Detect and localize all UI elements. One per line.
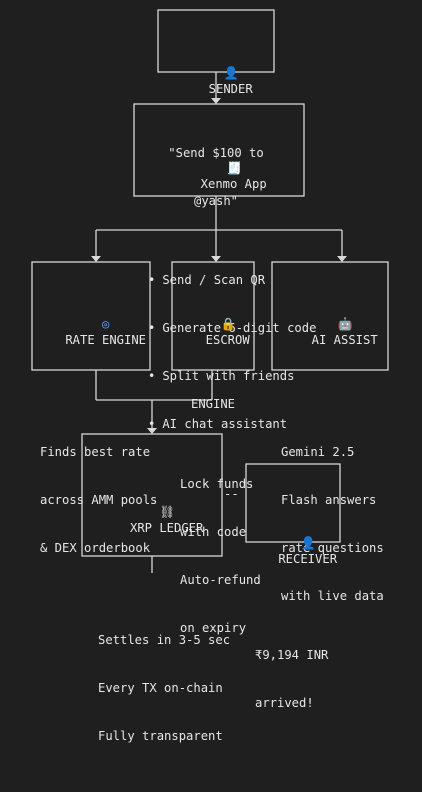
receiver-description: ₹9,194 INR arrived! bbox=[255, 615, 340, 743]
receiver-title: RECEIVER bbox=[278, 552, 338, 566]
app-feature: AI chat assistant bbox=[148, 416, 304, 432]
rate-engine-title-row: ◎ RATE ENGINE bbox=[32, 300, 150, 364]
ledger-description: Settles in 3-5 sec Every TX on-chain Ful… bbox=[98, 600, 231, 776]
ledger-line: Fully transparent bbox=[98, 729, 223, 743]
robot-icon: 🤖 bbox=[337, 317, 353, 331]
branch-escrow-arrow bbox=[211, 256, 221, 262]
rate-engine-line: & DEX orderbook bbox=[40, 541, 151, 555]
ai-assist-line: rate questions bbox=[281, 541, 384, 555]
ai-assist-title: AI ASSIST bbox=[311, 333, 378, 347]
escrow-engine-title-2: ENGINE bbox=[190, 397, 236, 411]
escrow-engine-line: with code bbox=[180, 525, 247, 539]
cycle-icon: ◎ bbox=[102, 317, 110, 331]
sender-to-app-arrow bbox=[211, 98, 221, 104]
ai-assist-line: Flash answers bbox=[281, 493, 377, 507]
receiver-line: arrived! bbox=[255, 696, 314, 710]
person-icon: 👤 bbox=[223, 66, 239, 80]
ai-assist-content: 🤖 AI ASSIST Gemini 2.5 Flash answers rat… bbox=[272, 268, 388, 652]
rate-engine-content: ◎ RATE ENGINE Finds best rate across AMM… bbox=[32, 268, 158, 604]
ledger-title: XRP LEDGER bbox=[129, 521, 204, 535]
rate-engine-title: RATE ENGINE bbox=[65, 333, 147, 347]
rate-engine-line: Finds best rate bbox=[40, 445, 151, 459]
branch-rate-arrow bbox=[91, 256, 101, 262]
lock-icon: 🔒 bbox=[220, 317, 236, 331]
ai-assist-line: Gemini 2.5 bbox=[281, 445, 355, 459]
receipt-icon: 🧾 bbox=[226, 161, 242, 175]
receiver-title-row: 👤 RECEIVER bbox=[246, 519, 340, 583]
receiver-line: ₹9,194 INR bbox=[255, 648, 329, 662]
ledger-title-row: ⛓ XRP LEDGER bbox=[82, 488, 222, 552]
rate-engine-description: Finds best rate across AMM pools & DEX o… bbox=[40, 412, 158, 588]
receiver-content: 👤 RECEIVER ₹9,194 INR arrived! bbox=[246, 487, 340, 759]
branch-ai-arrow bbox=[337, 256, 347, 262]
ledger-content: ⛓ XRP LEDGER Settles in 3-5 sec Every TX… bbox=[82, 456, 231, 792]
escrow-engine-title-1: ESCROW bbox=[205, 333, 250, 347]
sender-title-row: 👤 SENDER bbox=[158, 49, 274, 113]
app-box bbox=[133, 103, 305, 197]
sender-message-line-2: @yash" bbox=[193, 194, 239, 208]
receiver-box bbox=[245, 463, 341, 543]
ledger-line: Settles in 3-5 sec bbox=[98, 633, 231, 647]
rate-engine-line: across AMM pools bbox=[40, 493, 158, 507]
app-feature: Split with friends bbox=[148, 368, 304, 384]
sender-title: SENDER bbox=[208, 82, 253, 96]
rate-engine-box bbox=[31, 261, 151, 371]
sender-message-line-1: "Send $100 to bbox=[168, 146, 264, 160]
app-feature: Send / Scan QR bbox=[148, 272, 304, 288]
escrow-engine-line: Lock funds bbox=[180, 477, 254, 491]
ai-assist-box bbox=[271, 261, 389, 371]
ledger-receiver-connector: -- bbox=[224, 487, 239, 501]
app-title: Xenmo App bbox=[200, 177, 267, 191]
app-title-row: 🧾 Xenmo App bbox=[134, 144, 304, 208]
ledger-line: Every TX on-chain bbox=[98, 681, 223, 695]
ai-assist-title-row: 🤖 AI ASSIST bbox=[272, 300, 388, 364]
escrow-engine-title-row: 🔒 ESCROW bbox=[172, 300, 254, 364]
chain-icon: ⛓ bbox=[159, 505, 176, 519]
sender-content: 👤 SENDER "Send $100 to @yash" bbox=[158, 17, 274, 225]
person-icon: 👤 bbox=[300, 536, 316, 550]
